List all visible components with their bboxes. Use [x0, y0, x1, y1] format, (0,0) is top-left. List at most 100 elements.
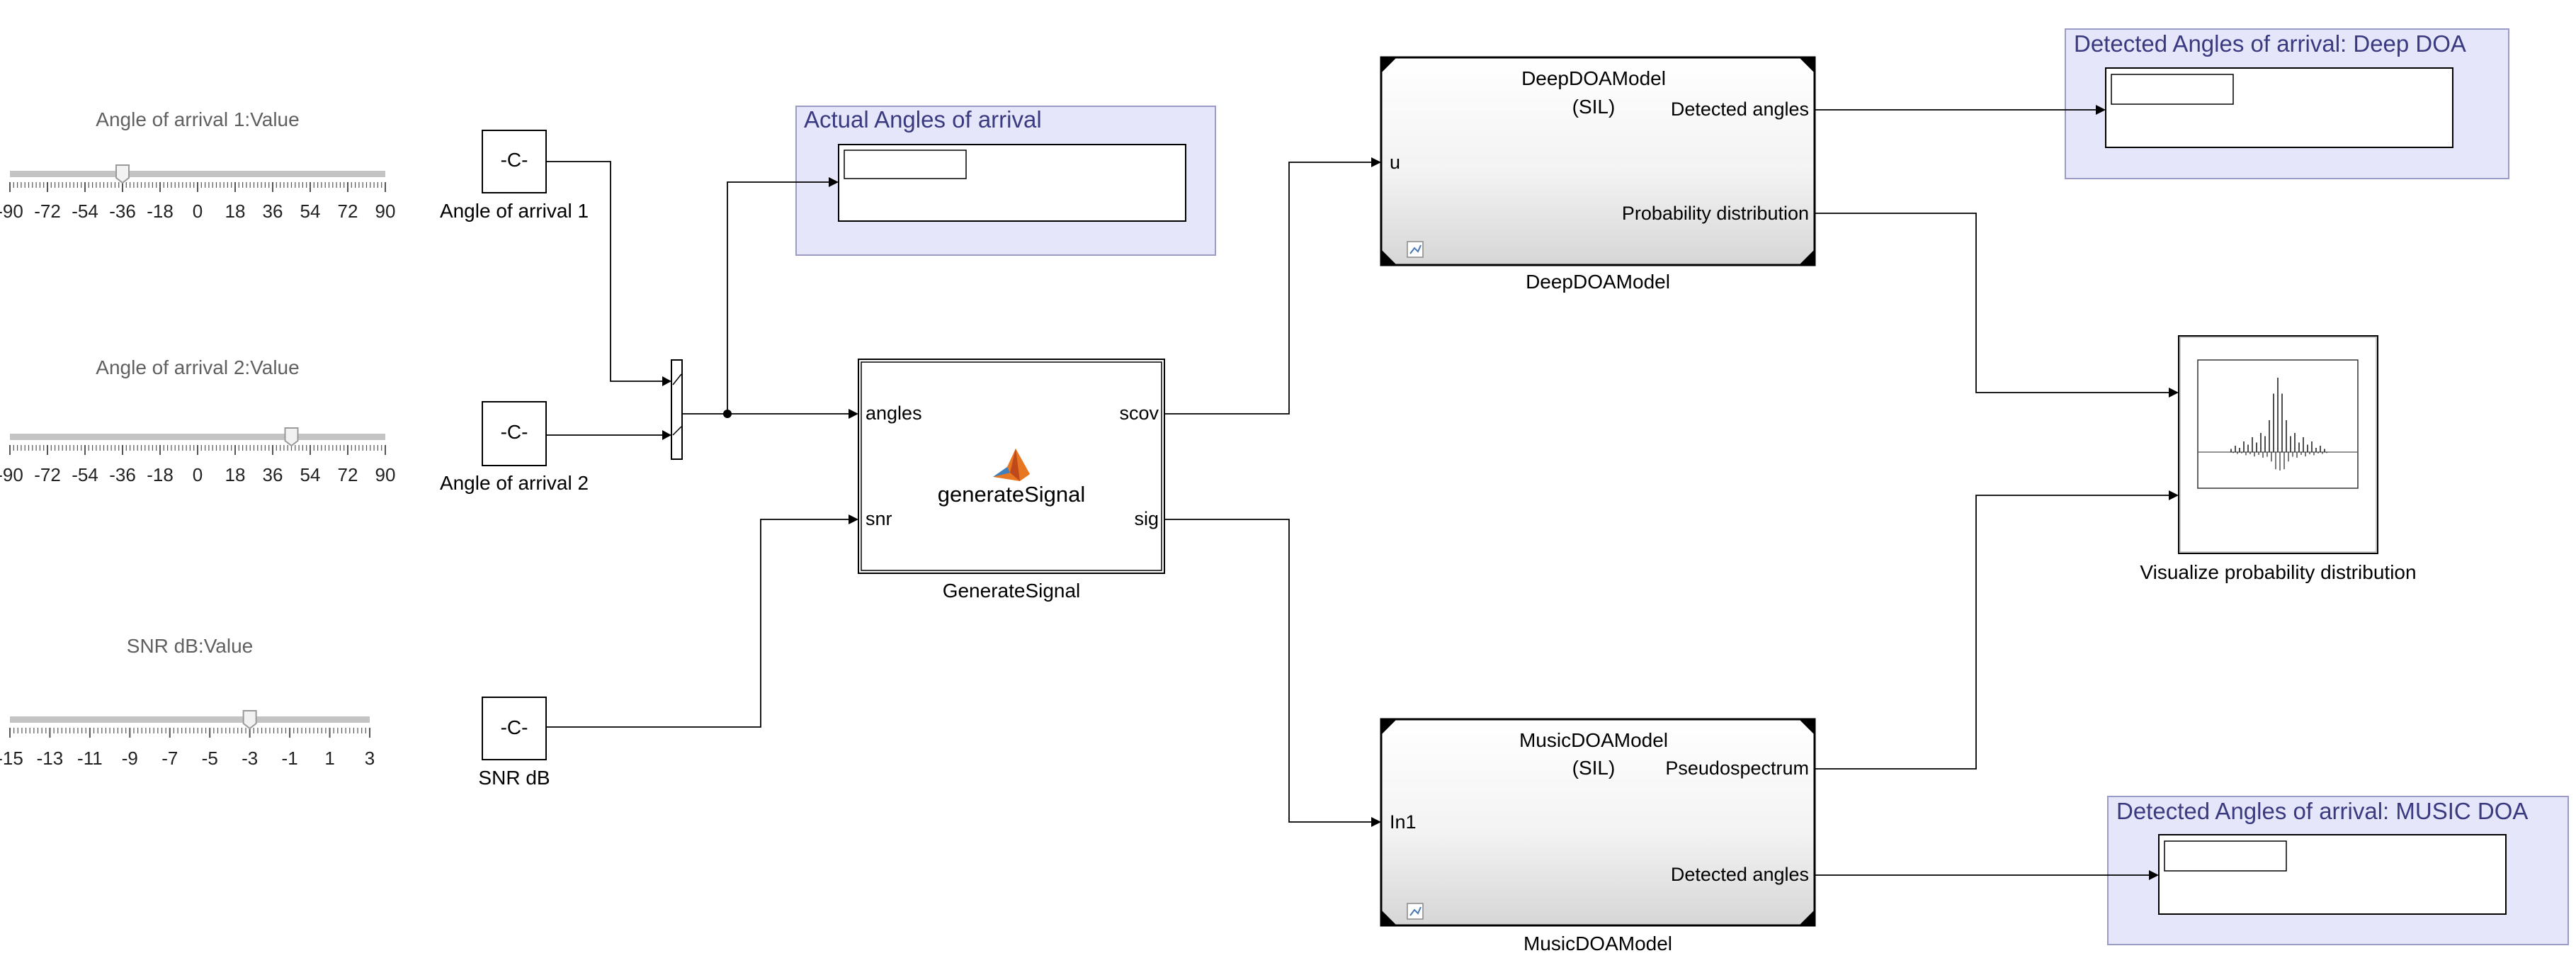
display-value-box	[2111, 74, 2234, 105]
visualize-caption: Visualize probability distribution	[2140, 561, 2417, 583]
slider-tick-label: 0	[192, 464, 203, 485]
arrowheads	[662, 105, 2179, 880]
slider-tick-label: -54	[72, 464, 98, 485]
slider-tick-label: 18	[225, 464, 246, 485]
port-label-probability-distribution: Probability distribution	[1621, 203, 1809, 224]
generate-signal-caption: GenerateSignal	[942, 580, 1081, 602]
wire-const1-mux	[546, 161, 665, 382]
slider-tick-label: -36	[109, 464, 136, 485]
matlab-logo-icon	[993, 449, 1030, 481]
slider-thumb[interactable]	[284, 427, 299, 447]
constant-block-angle-2[interactable]	[482, 401, 547, 466]
port-label-u: u	[1390, 152, 1401, 173]
constant-symbol: -C-	[500, 149, 528, 171]
music-doa-model-block[interactable]	[1380, 718, 1816, 927]
actual-angles-title: Actual Angles of arrival	[804, 106, 1042, 133]
slider-tick-label: -90	[0, 201, 23, 222]
constant-caption-angle-1: Angle of arrival 1	[439, 200, 589, 222]
music-model-mode: (SIL)	[1572, 757, 1616, 779]
deep-model-caption: DeepDOAModel	[1526, 271, 1670, 293]
slider-tick-label: 1	[324, 748, 335, 769]
display-value-box	[844, 150, 967, 179]
deep-model-mode: (SIL)	[1572, 96, 1616, 118]
wire-sig-in1	[1164, 519, 1375, 823]
port-label-pseudospectrum: Pseudospectrum	[1665, 757, 1809, 779]
signal-lines	[546, 109, 2172, 876]
slider-angle-2[interactable]	[9, 427, 386, 455]
slider-tick-label: 90	[375, 464, 396, 485]
slider-tick-label: 3	[364, 748, 375, 769]
slider-tick-label: -3	[242, 748, 259, 769]
wire-branch-actual	[727, 181, 832, 414]
slider-tick-label: 18	[225, 201, 246, 222]
slider-snr[interactable]	[9, 710, 370, 738]
slider-tick-label: -72	[34, 201, 61, 222]
slider-title-angle-2: Angle of arrival 2:Value	[96, 356, 300, 378]
slider-tick-label: -13	[36, 748, 64, 769]
slider-tick-label: -11	[77, 748, 103, 769]
music-model-name: MusicDOAModel	[1519, 729, 1669, 751]
wire-const3-snr	[546, 519, 852, 728]
slider-ticks	[9, 182, 386, 192]
port-label-scov: scov	[1119, 402, 1159, 424]
slider-ticks	[9, 728, 370, 738]
constant-block-snr[interactable]	[482, 697, 547, 760]
slider-tick-label: -1	[281, 748, 298, 769]
slider-angle-1[interactable]	[9, 164, 386, 192]
slider-tick-label: -72	[34, 464, 61, 485]
port-label-in1: In1	[1390, 811, 1417, 833]
constant-caption-snr: SNR dB	[478, 767, 550, 789]
slider-tick-label: -15	[0, 748, 23, 769]
slider-tick-label: 36	[262, 201, 283, 222]
constant-caption-angle-2: Angle of arrival 2	[439, 472, 589, 494]
slider-thumb[interactable]	[115, 164, 130, 184]
slider-tick-label: 54	[300, 464, 321, 485]
mux-glyph	[672, 426, 682, 436]
slider-tick-label: -7	[161, 748, 178, 769]
slider-tick-label: 54	[300, 201, 321, 222]
slider-thumb[interactable]	[242, 710, 257, 730]
port-label-angles: angles	[866, 402, 922, 424]
slider-tick-label: -54	[72, 201, 98, 222]
slider-track[interactable]	[10, 434, 385, 440]
deep-model-name: DeepDOAModel	[1521, 67, 1666, 89]
slider-tick-label: 72	[337, 464, 358, 485]
slider-tick-label: -18	[147, 464, 174, 485]
slider-tick-label: -90	[0, 464, 23, 485]
slider-tick-label: -36	[109, 201, 136, 222]
branch-point	[723, 410, 732, 418]
sil-badge-icon	[1407, 241, 1424, 258]
sil-badge-icon	[1407, 903, 1424, 920]
slider-tick-label: 72	[337, 201, 358, 222]
constant-block-angle-1[interactable]	[482, 130, 547, 193]
deep-doa-model-block[interactable]	[1380, 56, 1816, 266]
spectrum-glyph-icon	[2230, 378, 2327, 471]
wire-prob-vis	[1815, 213, 2172, 393]
function-name: generateSignal	[937, 482, 1086, 507]
deep-doa-panel-title: Detected Angles of arrival: Deep DOA	[2074, 30, 2466, 57]
port-label-detected-angles: Detected angles	[1670, 98, 1809, 120]
port-label-detected-angles: Detected angles	[1670, 864, 1809, 885]
slider-ticks	[9, 445, 386, 455]
slider-tick-label: -18	[147, 201, 174, 222]
slider-tick-label: -9	[121, 748, 138, 769]
slider-title-angle-1: Angle of arrival 1:Value	[96, 108, 300, 130]
slider-tick-label: 36	[262, 464, 283, 485]
constant-symbol: -C-	[500, 421, 528, 443]
port-label-snr: snr	[866, 508, 892, 529]
slider-track[interactable]	[10, 171, 385, 177]
wire-pseudo-vis	[1815, 495, 2172, 770]
slider-tick-label: -5	[201, 748, 218, 769]
slider-tick-label: 0	[192, 201, 203, 222]
wire-scov-u	[1164, 162, 1375, 415]
music-model-caption: MusicDOAModel	[1523, 933, 1673, 954]
display-value-box	[2164, 840, 2287, 872]
slider-track[interactable]	[10, 716, 370, 723]
constant-symbol: -C-	[500, 716, 528, 738]
slider-title-snr: SNR dB:Value	[126, 635, 254, 657]
music-doa-panel-title: Detected Angles of arrival: MUSIC DOA	[2116, 798, 2529, 824]
slider-tick-label: 90	[375, 201, 396, 222]
port-label-sig: sig	[1134, 508, 1159, 529]
